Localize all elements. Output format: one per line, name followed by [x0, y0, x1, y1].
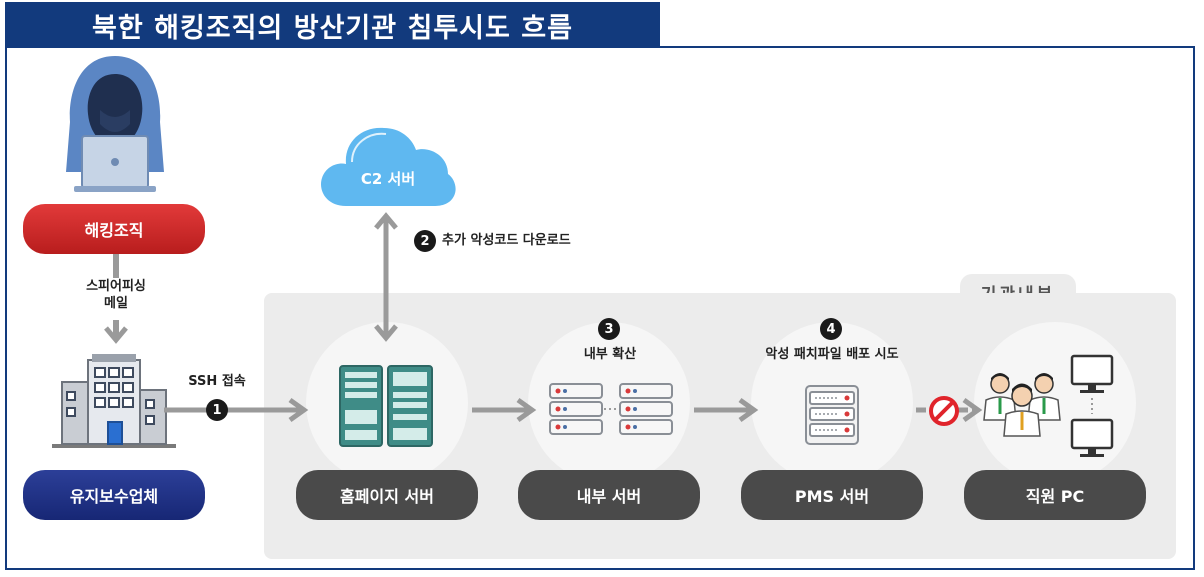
- malicious-patch-label: 악성 패치파일 배포 시도: [765, 347, 899, 362]
- building-icon: [52, 354, 176, 448]
- maintenance-vendor-node: 유지보수업체: [23, 470, 205, 520]
- c2-cloud-icon: [321, 127, 456, 206]
- homepage-server-node: 홈페이지 서버: [296, 470, 478, 520]
- ssh-access-arrow: [164, 397, 309, 423]
- homepage-server-icon: [339, 365, 433, 447]
- internal-to-pms-arrow: [694, 397, 759, 423]
- step-1-badge: 1: [206, 399, 228, 421]
- c2-server-label: C2 서버: [360, 170, 416, 188]
- employee-pc-node: 직원 PC: [964, 470, 1146, 520]
- hacker-icon: [66, 56, 164, 192]
- internal-spread-label: 내부 확산: [583, 347, 637, 362]
- pms-server-icon: [805, 385, 859, 445]
- pms-server-node: PMS 서버: [741, 470, 923, 520]
- hacker-org-node: 해킹조직: [23, 204, 205, 254]
- diagram-title: 북한 해킹조직의 방산기관 침투시도 흐름: [5, 2, 660, 48]
- ssh-access-label: SSH 접속: [188, 374, 246, 389]
- homepage-to-internal-arrow: [472, 397, 537, 423]
- monitors-icon: [1070, 354, 1114, 457]
- employees-icon: [983, 373, 1061, 437]
- spear-phishing-arrow: [104, 254, 128, 344]
- internal-server-node: 내부 서버: [518, 470, 700, 520]
- step-3-badge: 3: [598, 318, 620, 340]
- c2-download-arrow: [374, 212, 398, 342]
- additional-malware-label: 추가 악성코드 다운로드: [442, 233, 571, 248]
- blocked-icon: [929, 396, 959, 426]
- internal-server-icon: [549, 383, 673, 435]
- step-2-badge: 2: [414, 230, 436, 252]
- step-4-badge: 4: [820, 318, 842, 340]
- spear-phishing-label: 스피어피싱 메일: [86, 279, 146, 311]
